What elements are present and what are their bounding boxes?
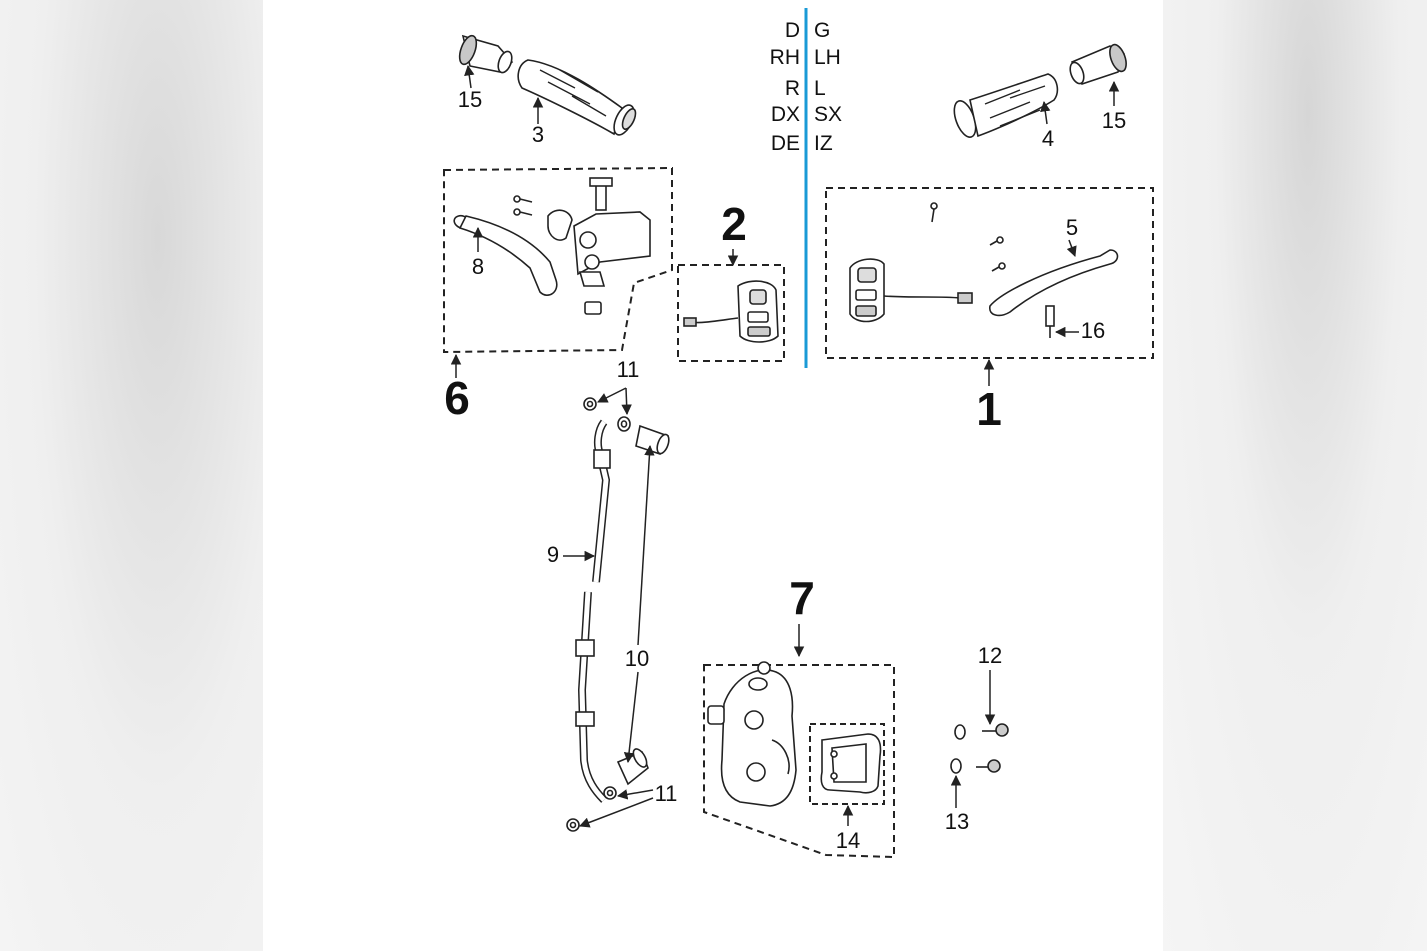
brake-caliper xyxy=(707,661,797,807)
left-switch-housing xyxy=(849,258,973,323)
part-label-5: 5 xyxy=(1066,215,1078,240)
side-label-right-3: DX xyxy=(771,103,800,126)
assembly-1-outline xyxy=(825,187,1154,359)
caliper-bolts xyxy=(950,723,1009,774)
side-label-left-4: IZ xyxy=(814,132,833,155)
part-label-3: 3 xyxy=(532,122,544,147)
master-cylinder xyxy=(547,177,651,315)
part-number-labels: 15 3 4 15 5 16 8 11 9 10 11 12 13 14 xyxy=(458,87,1126,853)
side-label-right-4: DE xyxy=(771,132,800,155)
screws-assembly-6 xyxy=(513,195,533,216)
bar-end-weight-left xyxy=(1069,43,1127,85)
assembly-label-7: 7 xyxy=(789,572,815,624)
assembly-label-6: 6 xyxy=(444,372,470,424)
leader-arrows xyxy=(450,64,1120,828)
stop-light-switch xyxy=(1045,305,1055,338)
part-label-4: 4 xyxy=(1042,126,1054,151)
part-label-14: 14 xyxy=(836,828,860,853)
clutch-lever xyxy=(989,249,1119,317)
side-labels-left: G LH L SX IZ xyxy=(814,19,842,155)
handlebar-grip-right xyxy=(517,59,637,136)
side-label-right-1: RH xyxy=(770,46,800,69)
handlebar-grip-left xyxy=(953,73,1059,138)
assembly-6-outline xyxy=(443,166,673,354)
brake-pads-outline xyxy=(809,723,885,805)
part-label-11-top: 11 xyxy=(617,357,640,382)
background-left xyxy=(0,0,263,951)
right-switch-housing xyxy=(683,280,779,343)
part-label-10: 10 xyxy=(625,646,649,671)
bar-end-weight-right xyxy=(458,34,514,74)
assembly-number-labels: 2 6 1 7 xyxy=(444,198,1002,624)
part-label-15-left: 15 xyxy=(1102,108,1126,133)
part-label-13: 13 xyxy=(945,809,969,834)
side-labels-right: D RH R DX DE xyxy=(770,19,800,155)
assembly-7-outline xyxy=(703,664,895,859)
banjo-bolts xyxy=(616,424,670,786)
brake-hose xyxy=(575,397,611,803)
side-label-left-2: L xyxy=(814,77,826,100)
diagram-paper xyxy=(263,0,1163,951)
part-label-8: 8 xyxy=(472,254,484,279)
part-label-12: 12 xyxy=(978,643,1002,668)
screws-assembly-1 xyxy=(930,202,1006,272)
background-right xyxy=(1163,0,1427,951)
assembly-label-2: 2 xyxy=(721,198,747,250)
side-label-right-2: R xyxy=(785,77,800,100)
brake-lever-right xyxy=(453,214,558,296)
part-label-16: 16 xyxy=(1081,318,1105,343)
side-label-left-3: SX xyxy=(814,103,842,126)
part-label-11-bottom: 11 xyxy=(655,781,678,806)
side-label-left-1: LH xyxy=(814,46,841,69)
side-label-right-0: D xyxy=(785,19,800,42)
assembly-label-1: 1 xyxy=(976,383,1002,435)
part-label-9: 9 xyxy=(547,542,559,567)
brake-pads xyxy=(820,733,882,794)
part-label-15-right: 15 xyxy=(458,87,482,112)
copper-washers xyxy=(566,416,631,832)
side-label-left-0: G xyxy=(814,19,830,42)
